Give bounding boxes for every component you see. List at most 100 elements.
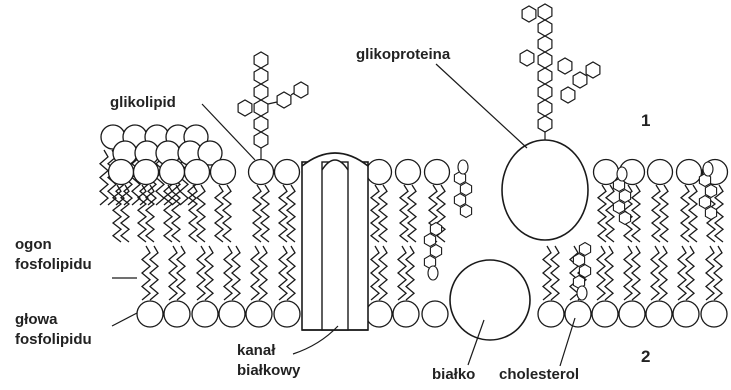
chol-upper-3-ring-3 — [705, 207, 716, 220]
lower-head-15 — [701, 301, 727, 327]
upper-head-1 — [134, 160, 159, 185]
glikolipid-link-2 — [291, 93, 294, 95]
chol-upper-2-ring-1 — [619, 190, 630, 203]
label-glikolipid: glikolipid — [110, 94, 176, 111]
lower-tail-4-a — [251, 246, 259, 300]
lower-tail-13-b — [686, 246, 694, 300]
lower-tail-5-a — [279, 246, 287, 300]
upper-tail-5-a — [253, 185, 261, 242]
upper-head-12 — [677, 160, 702, 185]
channel-protein — [302, 153, 368, 330]
upper-head-4 — [211, 160, 236, 185]
upper-tail-7-a — [371, 185, 379, 242]
label-ogon-line1: ogon — [15, 236, 52, 253]
label-kanal-line2: białkowy — [237, 362, 300, 379]
leader-glikoproteina — [436, 64, 527, 148]
chol-lower-1-ring-2 — [424, 234, 435, 247]
lower-head-12 — [619, 301, 645, 327]
lower-head-4 — [246, 301, 272, 327]
lower-tail-6-a — [371, 246, 379, 300]
lower-tail-11-a — [624, 246, 632, 300]
upper-head-2 — [160, 160, 185, 185]
lower-tail-2-a — [197, 246, 205, 300]
glikoproteina-sugar-5 — [538, 36, 552, 52]
lower-tail-2-b — [205, 246, 213, 300]
label-glowa-line2: fosfolipidu — [15, 331, 92, 348]
chol-upper-3-oh — [703, 162, 713, 176]
upper-tail-10-a — [598, 185, 606, 242]
chol-lower-1-ring-1 — [430, 245, 441, 258]
chol-lower-2-ring-2 — [573, 254, 584, 267]
glikolipid-link-1 — [268, 102, 277, 104]
lower-leaflet-heads — [137, 301, 727, 327]
lower-tail-10-a — [597, 246, 605, 300]
glikoproteina-sugar-2 — [538, 84, 552, 100]
lower-tail-0-b — [150, 246, 158, 300]
lower-tail-0-a — [142, 246, 150, 300]
label-glikoproteina: glikoproteina — [356, 46, 450, 63]
integral-protein — [450, 260, 530, 340]
upper-tail-0-a — [113, 185, 121, 242]
lower-tail-8-a — [543, 246, 551, 300]
glikolipid-sugar-1 — [254, 116, 268, 132]
label-kanal-line1: kanał — [237, 342, 275, 359]
upper-tail-10-b — [606, 185, 614, 242]
glikoproteina-branch-5 — [586, 62, 600, 78]
lower-head-1 — [164, 301, 190, 327]
lower-head-3 — [219, 301, 245, 327]
upper-tail-6-a — [279, 185, 287, 242]
lower-tail-1-a — [169, 246, 177, 300]
chol-upper-1-ring-1 — [460, 183, 471, 196]
label-ogon-line2: fosfolipidu — [15, 256, 92, 273]
label-cholesterol: cholesterol — [499, 366, 579, 383]
label-region-1: 1 — [641, 112, 650, 129]
leader-glowa — [112, 313, 137, 326]
lower-head-14 — [673, 301, 699, 327]
upper-head-5 — [275, 160, 300, 185]
label-bialko: białko — [432, 366, 475, 383]
glikolipid-sugar-5 — [254, 52, 268, 68]
lower-tail-7-a — [398, 246, 406, 300]
glikolipid-sugar-branch-3 — [294, 82, 308, 98]
lower-tail-1-b — [177, 246, 185, 300]
glikolipid-sugar-branch-1 — [238, 100, 252, 116]
glycoprotein-body — [502, 140, 588, 240]
lower-head-9 — [538, 301, 564, 327]
glikolipid-sugar-3 — [254, 84, 268, 100]
upper-tail-0-b — [121, 185, 129, 242]
glikoproteina-sugar-4 — [538, 52, 552, 68]
chol-upper-2-oh — [617, 167, 627, 181]
glycolipid-head — [249, 160, 274, 185]
lower-tail-10-b — [605, 246, 613, 300]
chol-upper-3-ring-2 — [699, 196, 710, 209]
sugar-chains — [238, 4, 600, 160]
upper-head-0 — [109, 160, 134, 185]
upper-tail-2-b — [172, 185, 180, 242]
chol-upper-1-ring-2 — [454, 194, 465, 207]
chol-lower-1-oh — [428, 266, 438, 280]
lower-tail-3-b — [232, 246, 240, 300]
lower-tail-7-b — [406, 246, 414, 300]
upper-tail-12-a — [652, 185, 660, 242]
upper-tail-8-b — [408, 185, 416, 242]
upper-head-7 — [396, 160, 421, 185]
glikolipid-sugar-2 — [254, 100, 268, 116]
chol-lower-2-oh — [577, 286, 587, 300]
lower-tail-12-a — [651, 246, 659, 300]
label-glowa-line1: głowa — [15, 311, 58, 328]
lower-head-7 — [393, 301, 419, 327]
glikolipid-sugar-0 — [254, 132, 268, 148]
upper-head-6 — [367, 160, 392, 185]
upper-tail-4-b — [223, 185, 231, 242]
lower-tail-11-b — [632, 246, 640, 300]
upper-tail-13-b — [689, 185, 697, 242]
glikolipid-sugar-4 — [254, 68, 268, 84]
chol-upper-2-ring-2 — [613, 201, 624, 214]
lower-tail-12-b — [659, 246, 667, 300]
upper-head-11 — [648, 160, 673, 185]
lower-head-10 — [565, 301, 591, 327]
glikoproteina-branch-1 — [520, 50, 534, 66]
glikoproteina-top — [538, 4, 552, 20]
upper-tail-13-a — [681, 185, 689, 242]
glikoproteina-sugar-6 — [538, 20, 552, 36]
